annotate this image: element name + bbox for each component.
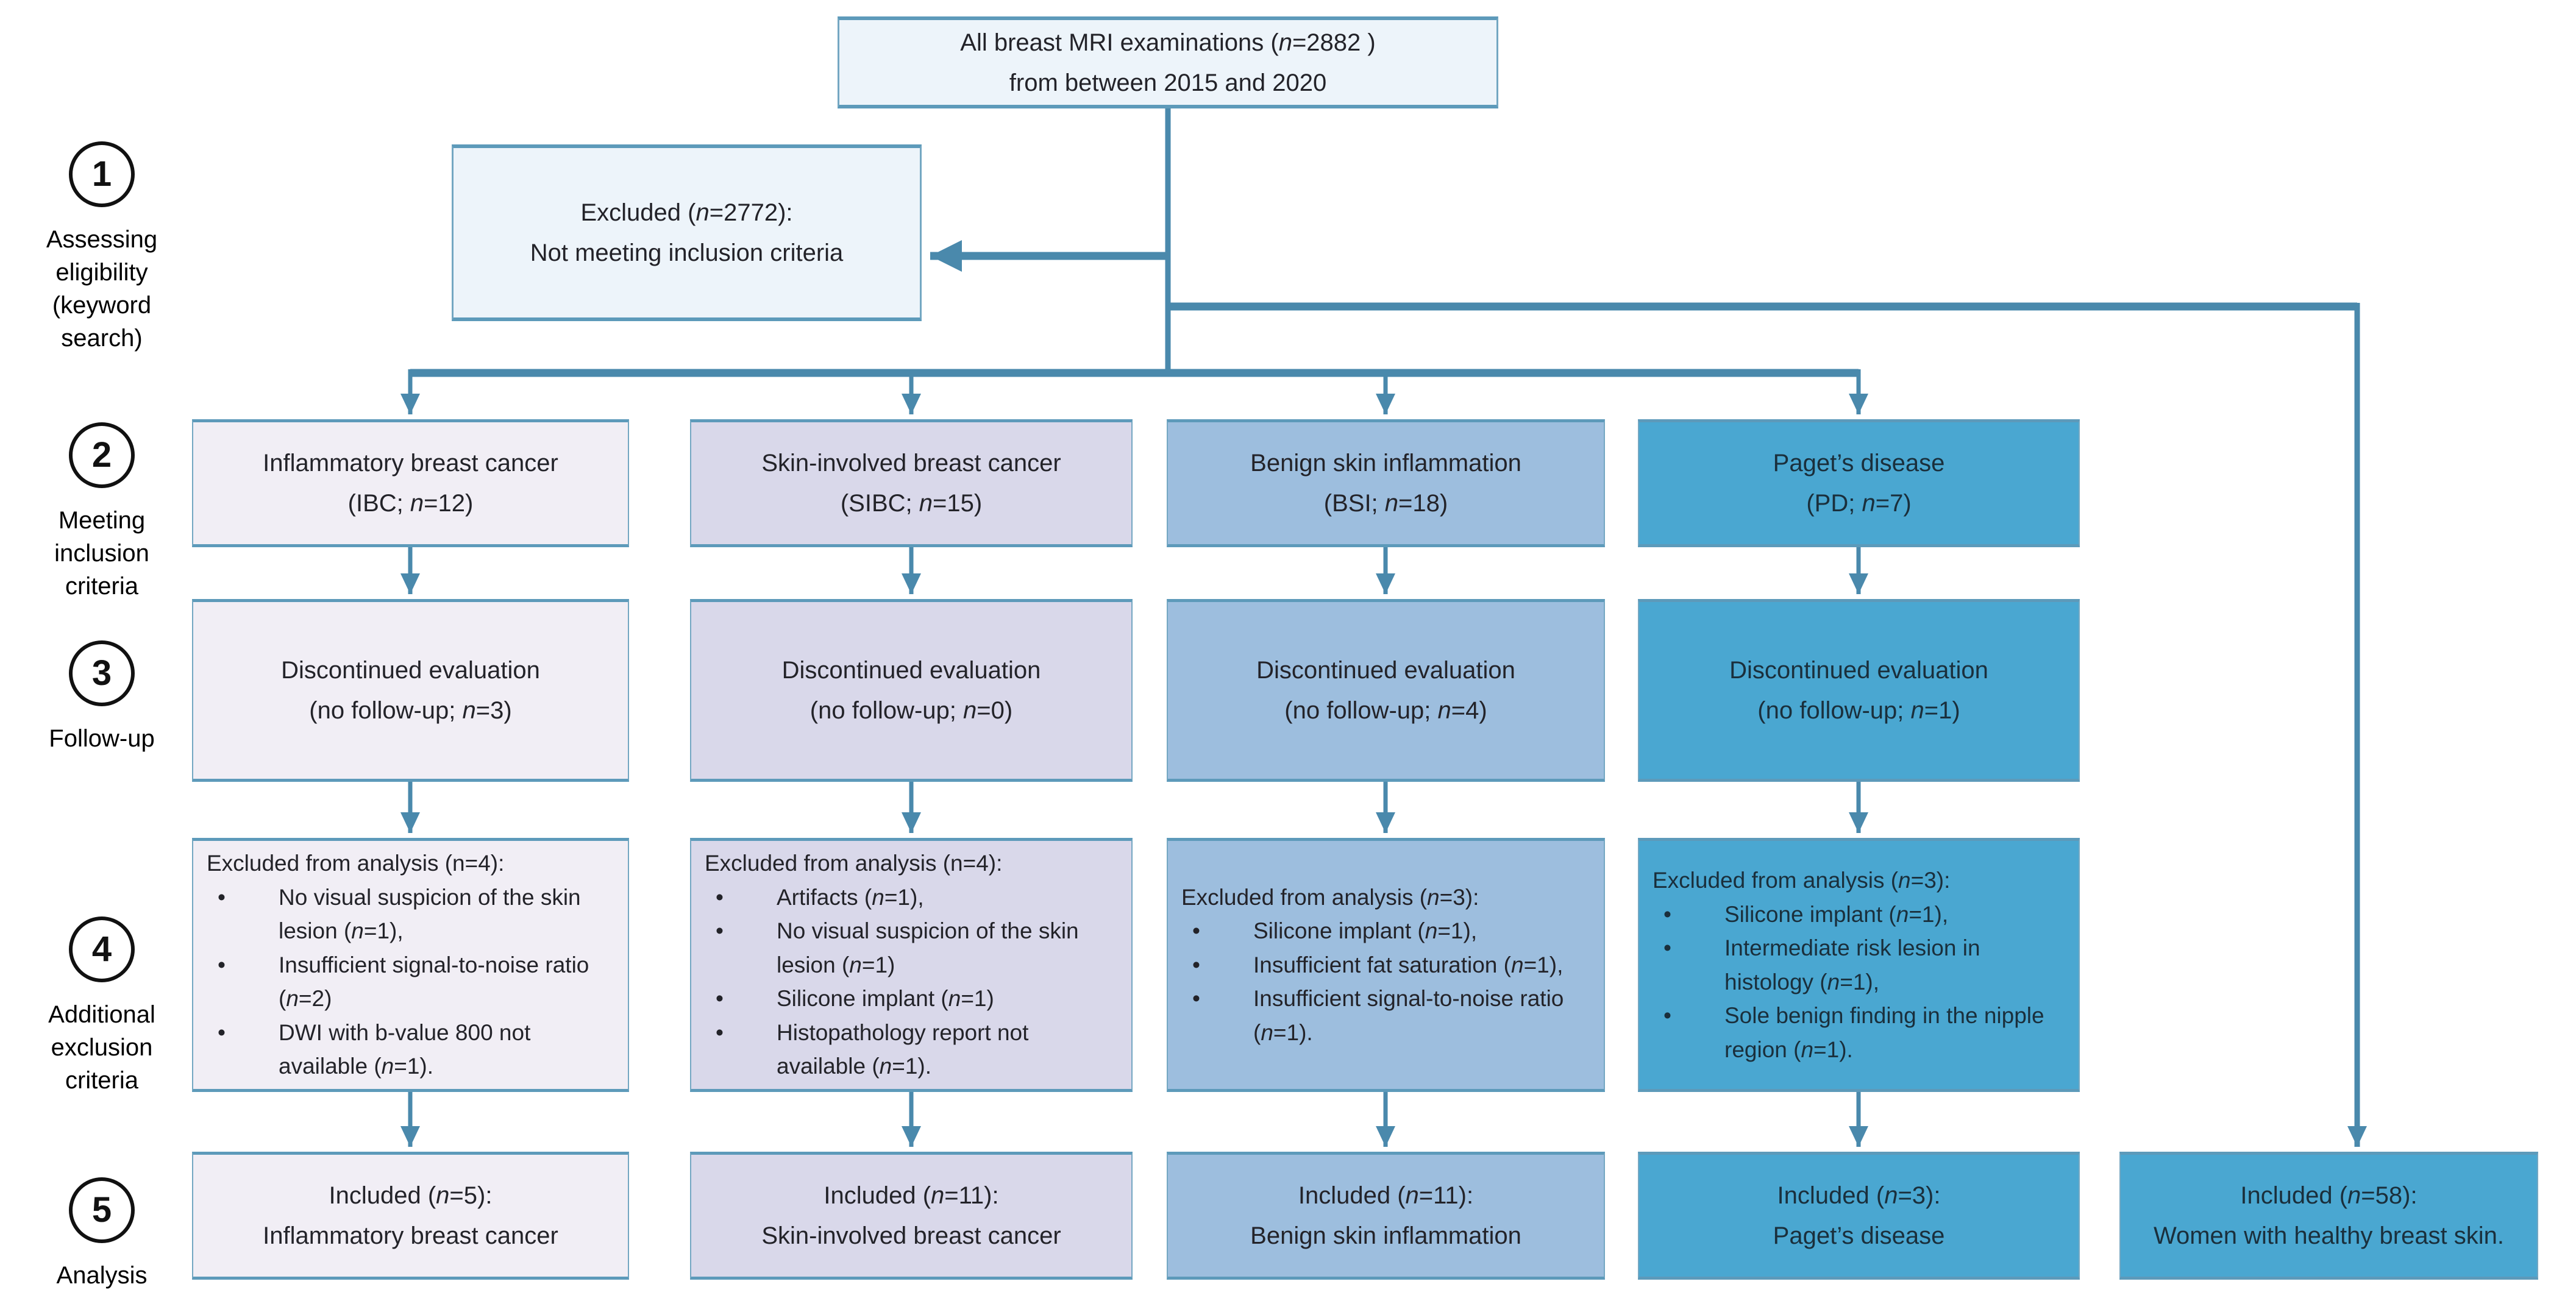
- box-bsi-followup-text: Discontinued evaluation(no follow-up; n=…: [1256, 657, 1515, 724]
- box-pd-included-text: Included (n=3):Paget’s disease: [1773, 1182, 1945, 1249]
- step-1-circle: 1: [69, 141, 135, 207]
- box-pd-followup: Discontinued evaluation(no follow-up; n=…: [1638, 599, 2080, 782]
- box-all-mri-exams: All breast MRI examinations (n=2882 )fro…: [838, 16, 1498, 108]
- box-bsi-included: Included (n=11):Benign skin inflammation: [1167, 1152, 1605, 1280]
- box-sibc-exclusion-header: Excluded from analysis (n=4):: [705, 851, 1003, 876]
- step-3-label: Follow-up: [49, 725, 155, 752]
- box-ibc-inclusion: Inflammatory breast cancer(IBC; n=12): [192, 419, 629, 547]
- box-sibc-included: Included (n=11):Skin-involved breast can…: [690, 1152, 1133, 1280]
- box-pd-exclusion-list: Silicone implant (n=1),Intermediate risk…: [1653, 898, 2065, 1067]
- box-bsi-exclusion-header: Excluded from analysis (n=3):: [1181, 884, 1479, 910]
- box-ibc-exclusion-header: Excluded from analysis (n=4):: [207, 851, 505, 876]
- box-sibc-exclusion: Excluded from analysis (n=4): Artifacts …: [690, 838, 1133, 1092]
- box-all-mri-exams-text: All breast MRI examinations (n=2882 )fro…: [960, 29, 1376, 96]
- box-excluded-text: Excluded (n=2772):Not meeting inclusion …: [530, 199, 844, 266]
- step-3-circle: 3: [69, 640, 135, 706]
- step-4-circle: 4: [69, 916, 135, 982]
- box-bsi-exclusion-list: Silicone implant (n=1),Insufficient fat …: [1181, 914, 1590, 1049]
- box-pd-followup-text: Discontinued evaluation(no follow-up; n=…: [1729, 657, 1988, 724]
- box-ibc-included-text: Included (n=5):Inflammatory breast cance…: [263, 1182, 558, 1249]
- box-pd-included: Included (n=3):Paget’s disease: [1638, 1152, 2080, 1280]
- box-bsi-inclusion-text: Benign skin inflammation(BSI; n=18): [1250, 450, 1521, 517]
- box-sibc-followup-text: Discontinued evaluation(no follow-up; n=…: [781, 657, 1041, 724]
- step-1-number: 1: [91, 154, 112, 194]
- step-1-label: Assessing eligibility(keyword search): [46, 226, 158, 352]
- box-healthy-included-text: Included (n=58):Women with healthy breas…: [2153, 1182, 2505, 1249]
- box-ibc-included: Included (n=5):Inflammatory breast cance…: [192, 1152, 629, 1280]
- step-5: 5 Analysis: [10, 1177, 193, 1292]
- box-healthy-included: Included (n=58):Women with healthy breas…: [2119, 1152, 2538, 1280]
- step-3: 3 Follow-up: [10, 640, 193, 755]
- step-5-label: Analysis: [56, 1262, 148, 1289]
- box-pd-inclusion-text: Paget’s disease(PD; n=7): [1773, 450, 1945, 517]
- box-ibc-inclusion-text: Inflammatory breast cancer(IBC; n=12): [263, 450, 558, 517]
- box-bsi-followup: Discontinued evaluation(no follow-up; n=…: [1167, 599, 1605, 782]
- box-ibc-exclusion-list: No visual suspicion of the skin lesion (…: [207, 881, 614, 1083]
- box-pd-inclusion: Paget’s disease(PD; n=7): [1638, 419, 2080, 547]
- box-sibc-exclusion-list: Artifacts (n=1),No visual suspicion of t…: [705, 881, 1118, 1083]
- box-ibc-followup-text: Discontinued evaluation(no follow-up; n=…: [281, 657, 540, 724]
- step-2-circle: 2: [69, 422, 135, 488]
- box-bsi-exclusion: Excluded from analysis (n=3): Silicone i…: [1167, 838, 1605, 1092]
- box-pd-exclusion: Excluded from analysis (n=3): Silicone i…: [1638, 838, 2080, 1092]
- box-bsi-inclusion: Benign skin inflammation(BSI; n=18): [1167, 419, 1605, 547]
- box-sibc-inclusion-text: Skin-involved breast cancer(SIBC; n=15): [761, 450, 1061, 517]
- step-4-number: 4: [91, 929, 112, 969]
- box-ibc-followup: Discontinued evaluation(no follow-up; n=…: [192, 599, 629, 782]
- step-3-number: 3: [91, 653, 112, 693]
- step-1: 1 Assessing eligibility(keyword search): [10, 141, 193, 355]
- box-bsi-included-text: Included (n=11):Benign skin inflammation: [1250, 1182, 1521, 1249]
- step-5-number: 5: [91, 1189, 112, 1230]
- box-sibc-included-text: Included (n=11):Skin-involved breast can…: [761, 1182, 1061, 1249]
- box-sibc-inclusion: Skin-involved breast cancer(SIBC; n=15): [690, 419, 1133, 547]
- box-ibc-exclusion: Excluded from analysis (n=4): No visual …: [192, 838, 629, 1092]
- step-5-circle: 5: [69, 1177, 135, 1243]
- box-sibc-followup: Discontinued evaluation(no follow-up; n=…: [690, 599, 1133, 782]
- step-2-number: 2: [91, 434, 112, 475]
- box-pd-exclusion-header: Excluded from analysis (n=3):: [1653, 868, 1951, 893]
- box-excluded: Excluded (n=2772):Not meeting inclusion …: [452, 144, 922, 321]
